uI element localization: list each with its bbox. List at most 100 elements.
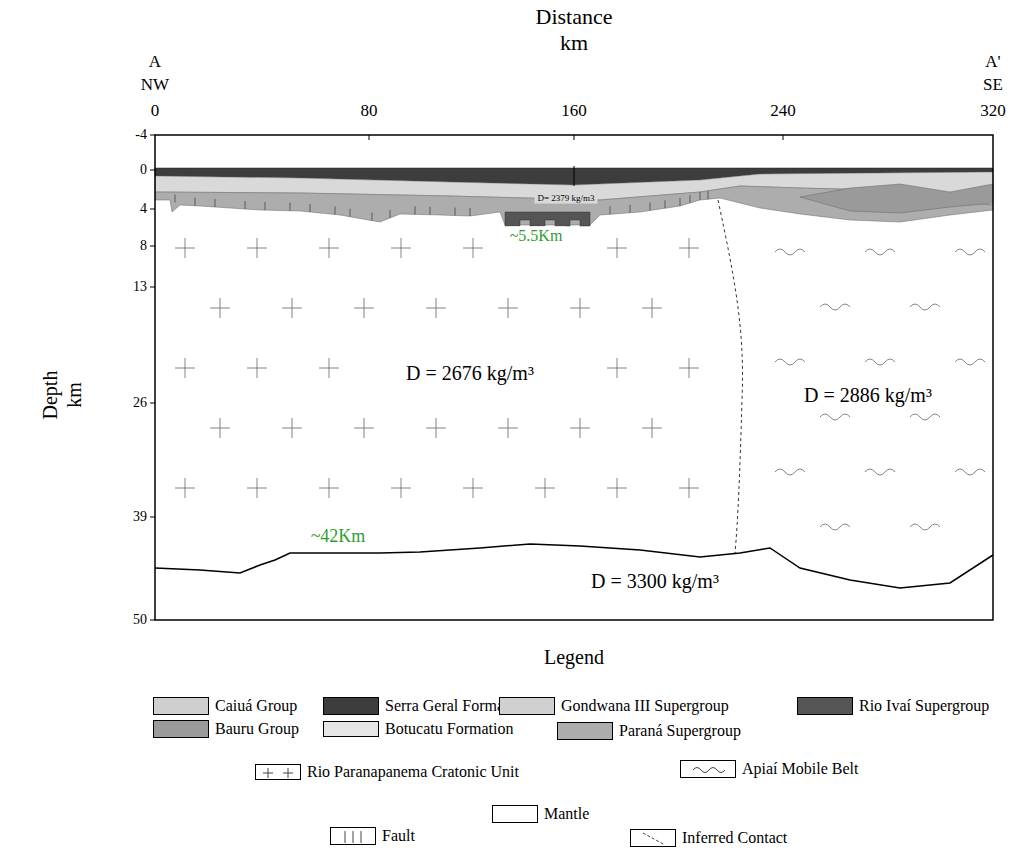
cross-symbol — [319, 478, 339, 498]
cross-symbol — [319, 238, 339, 258]
fault-line — [455, 208, 456, 216]
fault-line — [680, 198, 681, 206]
fault-line — [372, 213, 373, 221]
fault-symbol — [361, 831, 362, 843]
wave-symbol — [955, 359, 985, 365]
legend-swatch — [153, 720, 209, 738]
tick-label: 320 — [980, 101, 1006, 121]
direction: NW — [141, 75, 169, 95]
cross-symbol — [282, 418, 302, 438]
cross-symbol — [354, 418, 374, 438]
wave-symbol — [910, 524, 940, 530]
legend-item: Caiuá Group — [153, 697, 297, 715]
legend-text: Paraná Supergroup — [619, 722, 741, 740]
tick-label: 160 — [561, 101, 587, 121]
cross-symbol — [642, 298, 662, 318]
cross-symbol — [607, 238, 627, 258]
fault-line — [335, 207, 336, 215]
axis-ticks — [150, 135, 783, 620]
fault-line — [470, 208, 471, 216]
legend-item: Inferred Contact — [630, 829, 787, 847]
wave-symbol — [865, 359, 895, 365]
fault-line — [610, 206, 611, 214]
legend-pattern — [256, 765, 302, 781]
density-label: D = 2886 kg/m³ — [801, 383, 935, 407]
cross-symbol — [570, 298, 590, 318]
legend-item: Gondwana III Supergroup — [499, 697, 729, 715]
wave-symbol — [775, 359, 805, 365]
craton-symbols — [175, 238, 699, 498]
wave-symbol — [955, 469, 985, 475]
legend-item: Rio Ivaí Supergroup — [797, 697, 989, 715]
tick-label: 26 — [133, 395, 147, 412]
legend-text: Inferred Contact — [682, 829, 787, 847]
section-end: A' — [985, 52, 1000, 72]
tick-label: 13 — [133, 279, 147, 296]
axis-title: Depth km — [38, 360, 86, 430]
cross-symbol — [679, 238, 699, 258]
rio-ivai-layer — [505, 212, 590, 226]
fault-symbol — [345, 831, 346, 843]
legend-text: Caiuá Group — [215, 697, 297, 715]
wave-symbol — [820, 524, 850, 530]
cross-symbol — [642, 418, 662, 438]
direction: SE — [983, 75, 1003, 95]
fault-symbol — [353, 831, 354, 843]
legend-swatch — [153, 697, 209, 715]
cross-symbol — [391, 238, 411, 258]
tick-label: 39 — [133, 509, 147, 526]
cross-symbol — [607, 358, 627, 378]
legend-swatch — [323, 721, 379, 737]
legend-swatch — [323, 697, 379, 715]
fault-line — [390, 210, 391, 218]
wave-symbol — [910, 304, 940, 310]
fault-line — [700, 192, 701, 200]
depth-note: ~5.5Km — [507, 226, 566, 245]
wave-symbol — [865, 249, 895, 255]
cross-symbol — [570, 418, 590, 438]
depth-note: ~42Km — [308, 526, 369, 548]
wave-symbol — [775, 249, 805, 255]
fault-line — [310, 204, 311, 212]
fault-line — [350, 209, 351, 217]
inferred-contact — [718, 200, 743, 553]
legend-text: Fault — [382, 827, 415, 845]
legend-swatch — [630, 829, 676, 847]
cross-symbol — [391, 478, 411, 498]
fault-lines — [175, 191, 708, 220]
legend-swatch — [499, 697, 555, 715]
fault-line — [690, 195, 691, 203]
wave-symbol — [955, 249, 985, 255]
legend-pattern — [681, 761, 737, 779]
cross-symbol — [175, 358, 195, 378]
tick-label: 8 — [140, 238, 147, 255]
cross-symbol — [535, 478, 555, 498]
wave-symbol — [820, 414, 850, 420]
cross-symbol — [263, 768, 273, 778]
density-label: D= 2379 kg/m3 — [534, 193, 597, 204]
cross-symbol — [247, 238, 267, 258]
fault-line — [265, 202, 266, 210]
legend-title: Legend — [544, 645, 604, 669]
legend-pattern — [331, 828, 377, 846]
cross-symbol — [175, 238, 195, 258]
cross-symbol — [463, 238, 483, 258]
cross-symbol — [247, 358, 267, 378]
wave-symbol — [693, 768, 725, 773]
cross-symbol — [210, 298, 230, 318]
fault-line — [415, 206, 416, 214]
legend-item: Botucatu Formation — [323, 720, 513, 738]
cross-symbol — [498, 418, 518, 438]
fault-line — [708, 191, 709, 199]
legend-text: Rio Ivaí Supergroup — [859, 697, 989, 715]
cross-symbol — [319, 358, 339, 378]
cross-symbol — [426, 418, 446, 438]
cross-symbol — [463, 478, 483, 498]
tick-label: 240 — [770, 101, 796, 121]
legend-swatch — [255, 764, 301, 780]
cross-symbol — [679, 478, 699, 498]
fault-line — [215, 199, 216, 207]
tick-label: 4 — [140, 201, 147, 218]
mobile-belt-symbols — [775, 249, 985, 530]
